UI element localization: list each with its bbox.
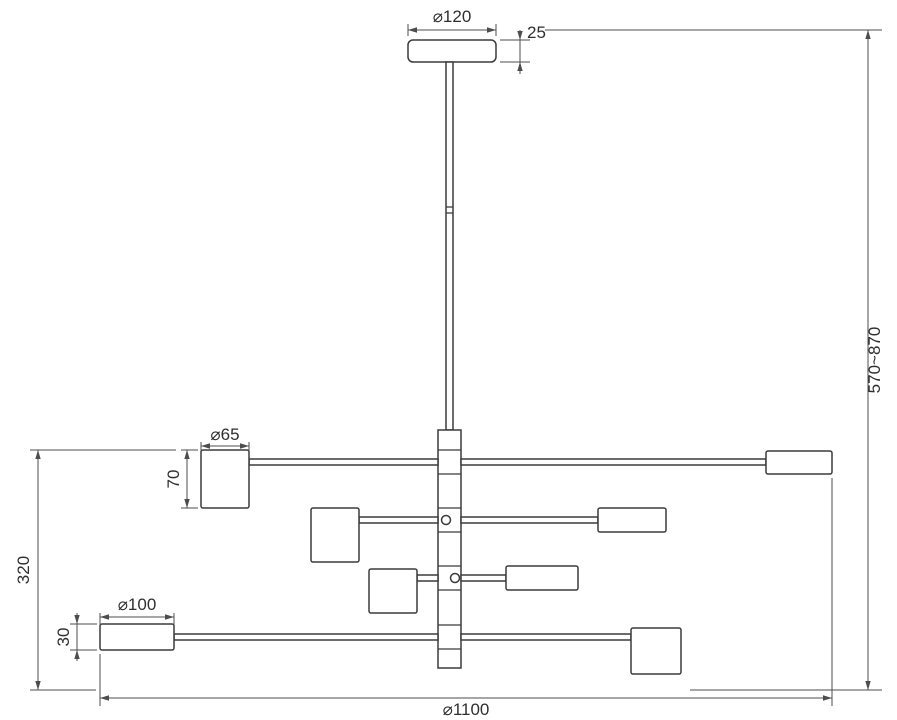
dim-label-cylinder-head-diameter: ⌀100 [118,595,157,614]
fixture [99,39,833,675]
arm-3-pivot-joint [449,572,461,584]
arm-3-right-cylinder-head [505,565,579,591]
dim-label-overall-height: 570~870 [865,327,884,394]
arrowhead [865,681,871,690]
arrowhead [74,615,80,624]
dimensions: ⌀120 25 570~870 320 [14,7,884,719]
arm-2-right-cylinder-head [597,507,667,533]
arm-2-pivot-joint [440,514,452,526]
arm-2 [310,507,667,563]
arm-4 [99,623,682,675]
arm-1-left-rod [248,458,439,466]
arrowhead [240,443,249,449]
arm-1-left-spot-head [200,449,250,509]
dim-label-lower-section-height: 320 [14,556,33,584]
arm-4-left-cylinder-head [99,623,175,651]
dim-label-canopy-height: 25 [527,23,546,42]
arrowhead [487,27,496,33]
dim-label-canopy-diameter: ⌀120 [433,7,472,26]
arrowhead [74,650,80,659]
suspension-stem [445,61,454,431]
arm-1 [200,449,833,509]
arrowhead [865,30,871,39]
arm-2-right-rod [460,516,599,524]
arrowhead [184,499,190,508]
arm-3 [368,565,579,614]
arm-1-right-cylinder-head [765,450,833,475]
arrowhead [35,450,41,459]
dim-spot-head-length: 70 [164,449,198,509]
dim-cylinder-head-diameter: ⌀100 [99,595,175,625]
ceiling-canopy [407,39,497,63]
arm-2-left-spot-head [310,507,360,563]
arrowhead [823,695,832,701]
arrowhead [201,443,210,449]
arrowhead [100,614,109,620]
dim-label-overall-diameter: ⌀1100 [443,700,490,719]
dim-canopy-diameter: ⌀120 [407,7,497,36]
dim-overall-height: 570~870 [545,29,884,691]
dim-spot-head-diameter: ⌀65 [200,425,250,451]
arrowhead [35,681,41,690]
arm-3-left-rod [416,574,439,582]
arrowhead [517,31,523,40]
arrowhead [100,695,109,701]
dim-label-spot-head-diameter: ⌀65 [210,425,239,444]
dim-label-spot-head-length: 70 [164,470,183,489]
arm-4-left-rod [173,633,439,641]
arrowhead [517,62,523,71]
arm-4-right-rod [460,633,632,641]
column-segment-joints [438,449,461,650]
arm-3-right-rod [460,574,507,582]
dim-label-cylinder-head-height: 30 [54,628,73,647]
arrowhead [184,450,190,459]
center-column [437,429,462,669]
dim-overall-diameter: ⌀1100 [99,478,833,719]
dim-cylinder-head-height: 30 [54,613,97,661]
arrowhead [165,614,174,620]
dim-canopy-height: 25 [500,23,546,74]
arrowhead [408,27,417,33]
arm-1-right-rod [460,458,767,466]
arm-4-right-spot-head [630,627,682,675]
arm-3-left-spot-head [368,568,418,614]
arm-2-left-rod [358,516,439,524]
dim-lower-section-height: 320 [14,449,176,691]
